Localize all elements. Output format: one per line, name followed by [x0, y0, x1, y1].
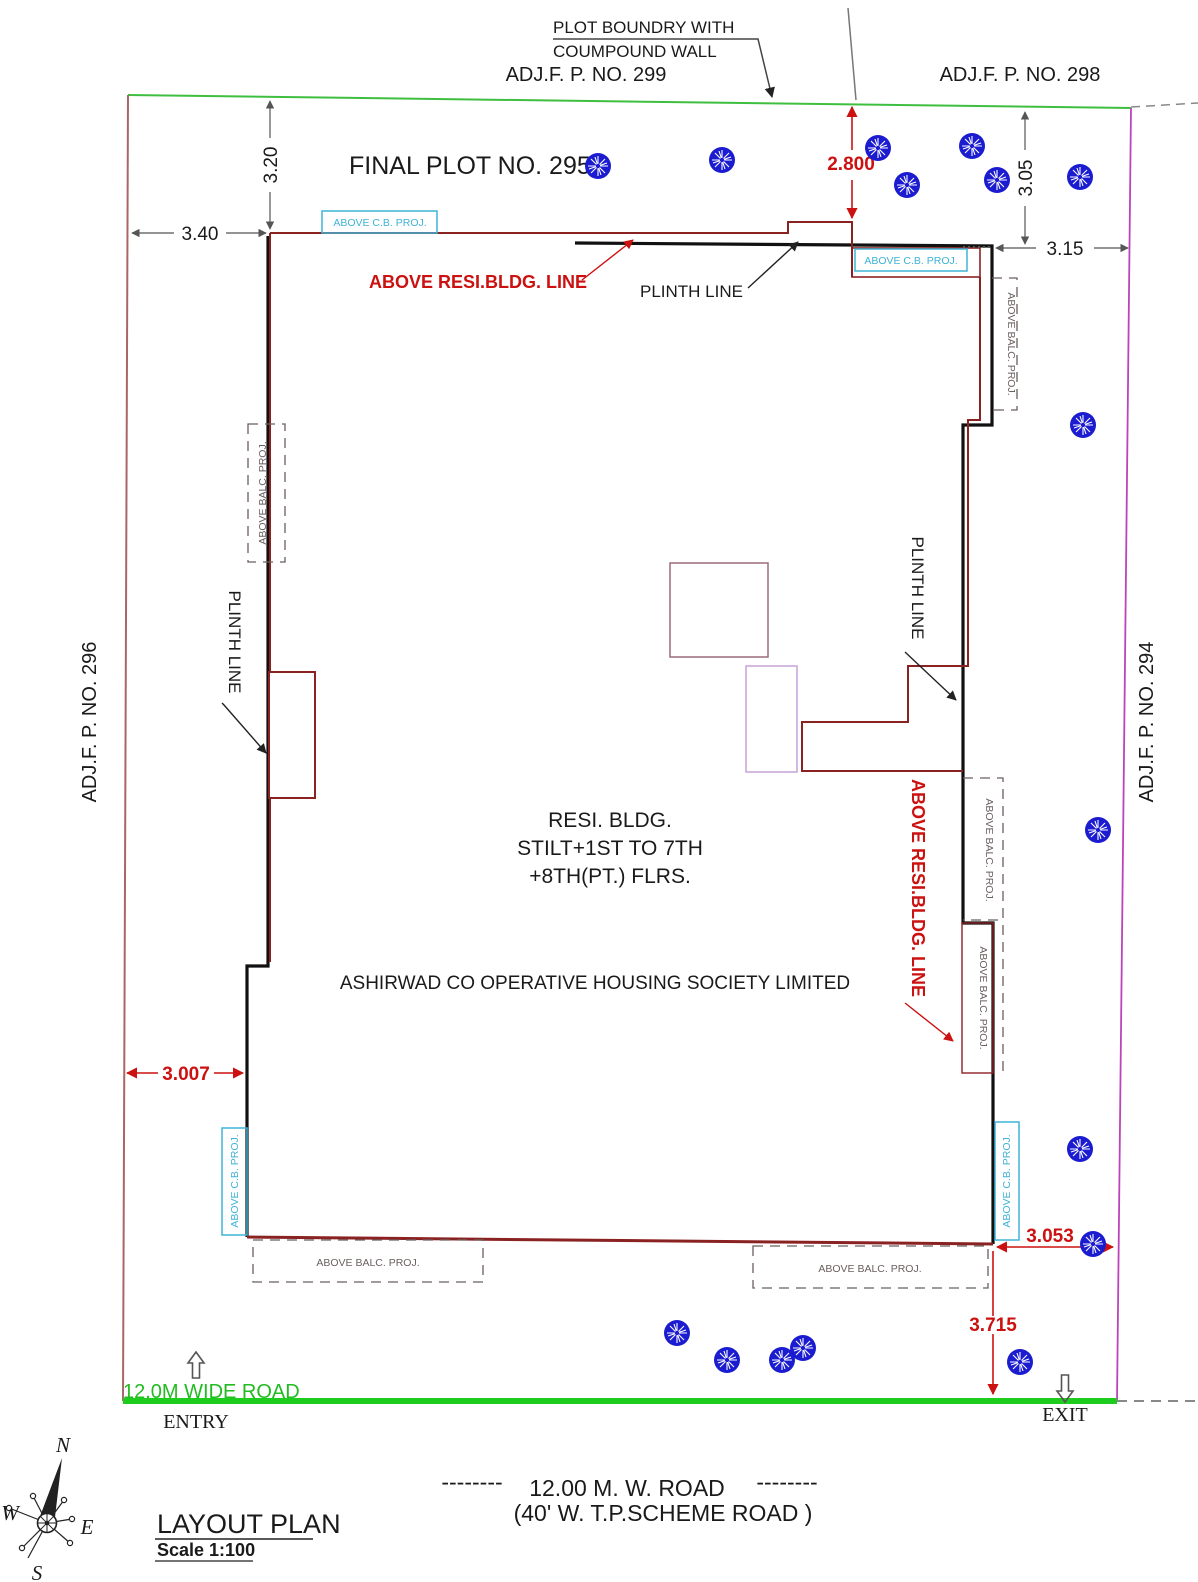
plinth-leader-left [221, 702, 267, 754]
dim-text-2-800: 2.800 [827, 154, 875, 175]
compass-needle [39, 1458, 62, 1526]
adj-plot-298: ADJ.F. P. NO. 298 [940, 64, 1101, 86]
plinth-label-right: PLINTH LINE [908, 537, 927, 640]
cb-box-top-left [321, 210, 438, 234]
dim-text-3-15: 3.15 [1047, 239, 1084, 260]
cb-box-top-right [854, 248, 968, 272]
boundary-note-line1: PLOT BOUNDRY WITH [553, 18, 734, 37]
balc-box-right-mid [963, 777, 1004, 921]
dim-text-3-40: 3.40 [182, 224, 219, 245]
plinth-leader-right [904, 651, 957, 701]
sheet-scale: Scale 1:100 [157, 1540, 255, 1560]
compass-e: E [80, 1515, 94, 1539]
west-boundary [122, 94, 129, 1402]
plinth-label-left: PLINTH LINE [225, 591, 244, 694]
above-resi-leader-right [904, 1002, 954, 1042]
adj-plot-294: ADJ.F. P. NO. 294 [1136, 642, 1158, 803]
compass-w: W [1, 1501, 21, 1525]
society-name: ASHIRWAD CO OPERATIVE HOUSING SOCIETY LI… [340, 973, 850, 994]
east-boundary [1116, 107, 1132, 1402]
balc-label-left: ABOVE BALC. PROJ. [257, 441, 269, 544]
left-projection-rect [268, 671, 316, 799]
balc-label-right-top: ABOVE BALC. PROJ. [1005, 292, 1017, 395]
north-boundary-extension [1130, 102, 1198, 108]
above-bldg-lines [268, 221, 994, 1074]
final-plot-title: FINAL PLOT NO. 295 [349, 152, 591, 180]
road-dash-left: -------- [441, 1469, 502, 1495]
cb-projections [221, 210, 1020, 1241]
dim-3-20: 3.20 [261, 100, 282, 230]
cb-label-top-left: ABOVE C.B. PROJ. [333, 217, 426, 229]
wide-road-label: 12.0M WIDE ROAD [123, 1381, 300, 1403]
bldg-desc-line3: +8TH(PT.) FLRS. [529, 865, 691, 888]
above-line-right-steps [801, 277, 981, 772]
road-name: 12.00 M. W. ROAD [529, 1475, 725, 1501]
cb-label-bottom-left: ABOVE C.B. PROJ. [229, 1134, 241, 1227]
cb-box-bottom-left [221, 1127, 248, 1236]
plinth-label-top: PLINTH LINE [640, 282, 743, 301]
balc-label-right-mid: ABOVE BALC. PROJ. [983, 798, 995, 901]
dim-text-3-053: 3.053 [1026, 1226, 1074, 1247]
entry-arrow-icon [186, 1350, 206, 1379]
boundary-note-leader [553, 38, 775, 99]
balc-label-bottom-left: ABOVE BALC. PROJ. [316, 1257, 419, 1269]
road-dash-right: -------- [756, 1469, 817, 1495]
survey-line [847, 7, 857, 101]
balc-box-bottom-right [752, 1245, 989, 1289]
balc-label-right-box: ABOVE BALC. PROJ. [977, 946, 989, 1049]
entry-label: ENTRY [163, 1411, 229, 1433]
north-boundary-compound-wall [127, 94, 1132, 109]
bldg-desc-line2: STILT+1ST TO 7TH [517, 837, 703, 860]
inner-lift-rect [745, 665, 798, 773]
exit-label: EXIT [1042, 1404, 1088, 1426]
building-bottom-edge [246, 1235, 994, 1246]
above-line-top [270, 221, 853, 277]
cb-label-bottom-right: ABOVE C.B. PROJ. [1001, 1134, 1013, 1227]
dim-3-15: 3.15 [963, 239, 1129, 260]
cb-label-top-right: ABOVE C.B. PROJ. [864, 255, 957, 267]
adj-plot-296: ADJ.F. P. NO. 296 [79, 642, 101, 803]
above-resi-leader-top [581, 239, 634, 281]
right-balc-box [961, 922, 994, 1074]
leader-lines [221, 38, 957, 1042]
building-plinth-outline [245, 236, 995, 1246]
balc-label-bottom-right: ABOVE BALC. PROJ. [818, 1263, 921, 1275]
dim-text-3-20: 3.20 [261, 147, 282, 184]
dim-3-40: 3.40 [131, 224, 267, 245]
dim-3-715: 3.715 [965, 1251, 1021, 1396]
boundary-note-line2: COUMPOUND WALL [553, 42, 717, 61]
dim-text-3-715: 3.715 [969, 1315, 1017, 1336]
dim-3-053: 3.053 [995, 1226, 1115, 1253]
dim-text-3-007: 3.007 [162, 1064, 210, 1085]
plot-boundaries [122, 7, 1198, 1404]
above-resi-label-top: ABOVE RESI.BLDG. LINE [369, 272, 587, 292]
dim-3-05: 3.05 [1016, 111, 1037, 245]
top-right-projection-rect [851, 247, 981, 278]
compass-rose: N W E S [1, 1433, 93, 1582]
cb-box-bottom-right [994, 1121, 1020, 1241]
bldg-desc-line1: RESI. BLDG. [548, 809, 672, 832]
above-resi-label-right: ABOVE RESI.BLDG. LINE [908, 779, 928, 997]
inner-core-rect [669, 562, 769, 658]
balc-box-left [247, 423, 286, 563]
exit-arrow-icon [1055, 1374, 1075, 1404]
road-subtitle: (40' W. T.P.SCHEME ROAD ) [514, 1500, 813, 1526]
compass-s: S [32, 1561, 43, 1582]
dim-3-007: 3.007 [125, 1064, 245, 1085]
dim-2-800: 2.800 [822, 105, 882, 220]
balcony-projections [247, 277, 1018, 1289]
dim-text-3-05: 3.05 [1016, 160, 1037, 197]
balc-box-right-top [992, 277, 1018, 411]
plinth-leader-top [747, 241, 799, 289]
sheet-title: LAYOUT PLAN [157, 1509, 341, 1539]
adj-plot-299: ADJ.F. P. NO. 299 [506, 64, 667, 86]
trees [584, 132, 1112, 1376]
compass-n: N [55, 1433, 71, 1457]
